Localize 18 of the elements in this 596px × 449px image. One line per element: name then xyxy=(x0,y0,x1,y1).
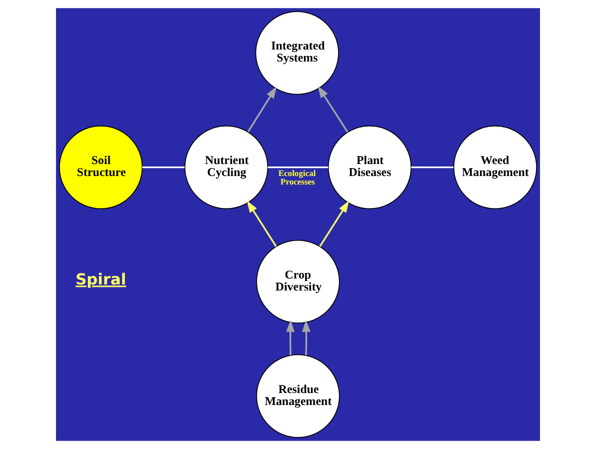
arrow xyxy=(246,200,277,247)
arrow xyxy=(318,86,348,132)
connector xyxy=(268,166,328,168)
arrow xyxy=(286,320,295,356)
connector xyxy=(411,166,454,168)
node-circle: Integrated Systems xyxy=(255,11,339,95)
arrow xyxy=(247,86,277,132)
arrow xyxy=(302,320,310,356)
node-circle: Soil Structure xyxy=(58,125,143,210)
node-circle: Nutrient Cycling xyxy=(184,125,268,210)
node-circle: Crop Diversity xyxy=(256,240,340,324)
node-circle: Weed Management xyxy=(453,125,538,210)
node-circle: Plant Diseases xyxy=(328,125,412,210)
connector xyxy=(142,166,185,168)
label: Spiral xyxy=(76,270,126,289)
node-circle: Residue Management xyxy=(256,354,340,438)
edge-label: Ecological Processes xyxy=(278,168,316,186)
arrow xyxy=(319,200,350,247)
